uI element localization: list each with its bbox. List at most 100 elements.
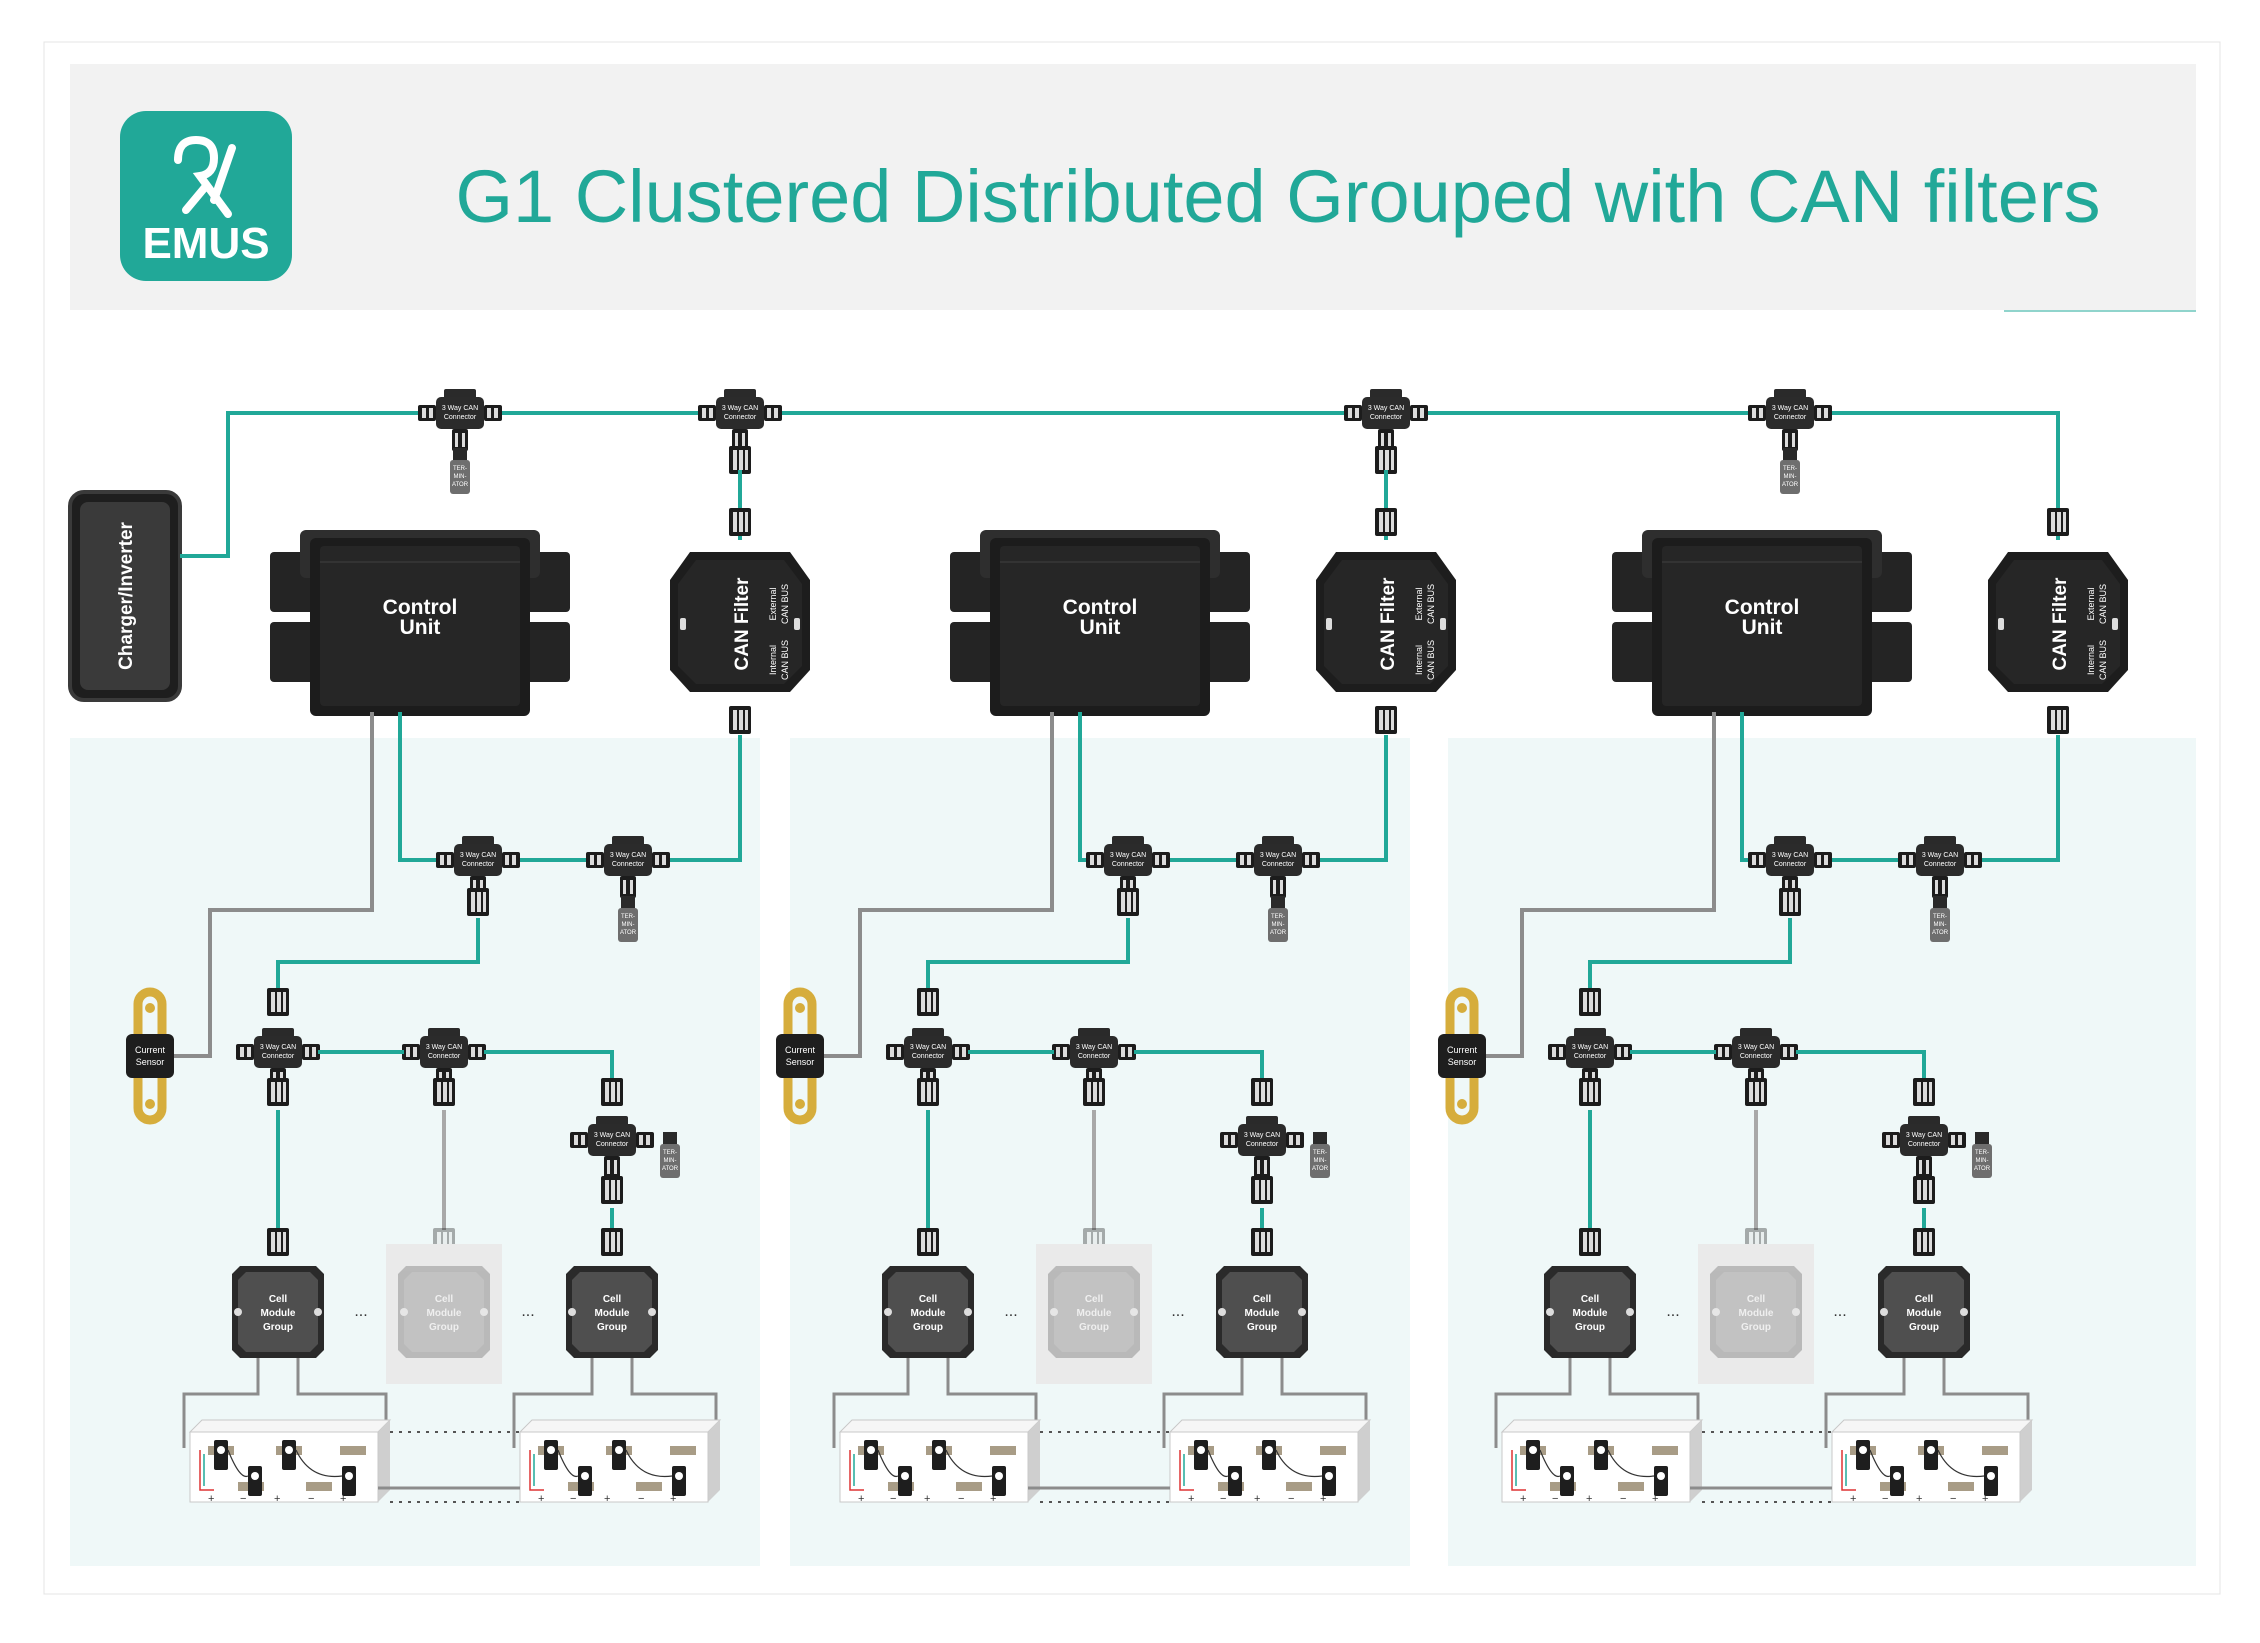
page-title: G1 Clustered Distributed Grouped with CA… [455, 155, 2100, 238]
plug [729, 446, 751, 474]
wire [668, 735, 742, 862]
plug [1375, 706, 1397, 734]
ellipsis: ... [1004, 1303, 1017, 1320]
wire [1134, 1050, 1264, 1090]
plug [1375, 508, 1397, 536]
plug [1375, 446, 1397, 474]
battery-block [1831, 1419, 2033, 1506]
plug [2047, 706, 2069, 734]
terminator [1310, 1132, 1330, 1178]
wire [398, 712, 438, 862]
cell-module-group [566, 1266, 658, 1358]
wire [182, 1358, 260, 1448]
cell-module-group [882, 1266, 974, 1358]
plug [1579, 988, 1601, 1016]
wire [832, 1358, 910, 1448]
plug [729, 508, 751, 536]
wire [484, 1050, 614, 1090]
cell-module-group-faded [398, 1266, 490, 1358]
top-3way-connector [698, 389, 782, 451]
cell-module-group-faded [1048, 1266, 1140, 1358]
wire [1796, 1050, 1926, 1090]
cluster-3: ...... [1438, 413, 2128, 1506]
plug [1579, 1228, 1601, 1256]
battery-block [839, 1419, 1041, 1506]
wire [1824, 1358, 1906, 1448]
plug [1251, 1078, 1273, 1106]
terminator [660, 1132, 680, 1178]
plug [467, 888, 489, 916]
plug [1745, 1078, 1767, 1106]
plug [267, 1078, 289, 1106]
wire [1318, 735, 1388, 862]
plug [1913, 1228, 1935, 1256]
wire [1494, 1358, 1572, 1448]
plug [1579, 1078, 1601, 1106]
terminator [1972, 1132, 1992, 1178]
cell-module-group [1216, 1266, 1308, 1358]
wire [824, 712, 1054, 1058]
plug [1913, 1176, 1935, 1204]
top-terminator [450, 448, 470, 494]
emus-logo: EMUS [120, 111, 292, 281]
logo-text: EMUS [142, 219, 269, 268]
cluster-1: ...... [126, 470, 810, 1506]
ellipsis: ... [1171, 1303, 1184, 1320]
charger-inverter: Charger/Inverter [68, 490, 182, 702]
charger-inverter-label: Charger/Inverter [116, 521, 137, 669]
control-unit [1611, 529, 1913, 717]
wire [174, 712, 374, 1058]
cell-module-group [232, 1266, 324, 1358]
cell-module-group [1878, 1266, 1970, 1358]
wire [1980, 735, 2060, 862]
battery-block [519, 1419, 721, 1506]
ellipsis: ... [1666, 1303, 1679, 1320]
wire [926, 918, 1130, 992]
ellipsis: ... [521, 1303, 534, 1320]
terminator [618, 896, 638, 942]
plug [917, 1078, 939, 1106]
plug [267, 988, 289, 1016]
top-3way-connector [1748, 389, 1832, 451]
terminator [1268, 896, 1288, 942]
plug [601, 1176, 623, 1204]
wire [1078, 712, 1088, 862]
plug [917, 1228, 939, 1256]
wire [1588, 918, 1792, 992]
top-terminator [1780, 448, 1800, 494]
battery-block [189, 1419, 391, 1506]
plug [917, 988, 939, 1016]
control-unit [269, 529, 571, 717]
ellipsis: ... [354, 1303, 367, 1320]
battery-block [1169, 1419, 1371, 1506]
wire [1740, 712, 1750, 862]
wire [1486, 712, 1716, 1058]
can-filter [1988, 552, 2128, 692]
battery-block [1501, 1419, 1703, 1506]
plug [433, 1078, 455, 1106]
cluster-2: ...... [776, 470, 1456, 1506]
wire [512, 1358, 594, 1448]
top-3way-connector [1344, 389, 1428, 451]
page-frame [43, 41, 2221, 1595]
plug [1251, 1176, 1273, 1204]
plug [1083, 1078, 1105, 1106]
plug [267, 1228, 289, 1256]
cell-module-group-faded [1710, 1266, 1802, 1358]
cell-module-group [1544, 1266, 1636, 1358]
control-unit [949, 529, 1251, 717]
plug [601, 1228, 623, 1256]
plug [601, 1078, 623, 1106]
plug [1251, 1228, 1273, 1256]
can-filter [1316, 552, 1456, 692]
top-3way-connector [418, 389, 502, 451]
plug [1117, 888, 1139, 916]
ellipsis: ... [1833, 1303, 1846, 1320]
plug [2047, 508, 2069, 536]
terminator [1930, 896, 1950, 942]
external-can-bus [180, 411, 2060, 558]
wire [276, 918, 480, 992]
can-filter [670, 552, 810, 692]
